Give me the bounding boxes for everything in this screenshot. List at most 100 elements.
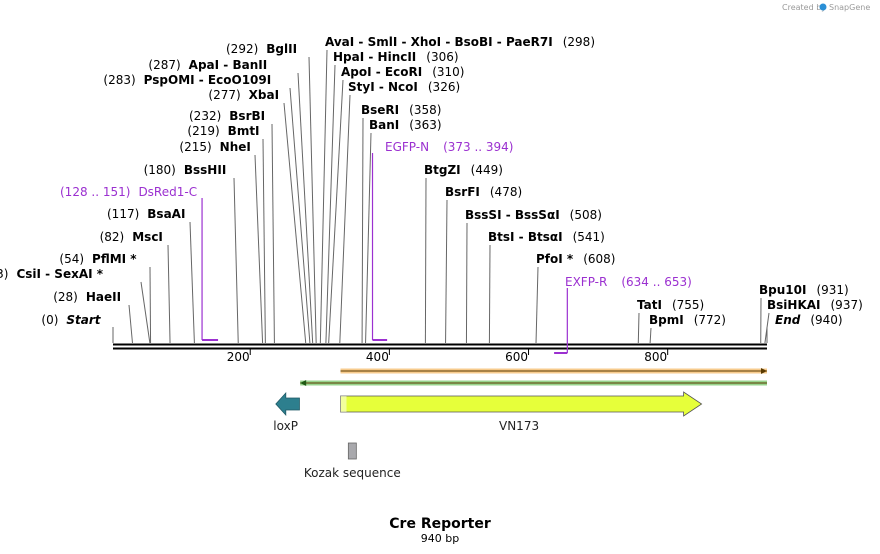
site-line	[262, 138, 266, 344]
site-name: Start	[66, 313, 101, 327]
site-label: (287)ApaI - BanII	[148, 58, 267, 72]
site-name: TatI	[637, 298, 662, 312]
site-label: End (940)	[775, 313, 843, 327]
site-label: PfoI *(608)	[536, 252, 615, 266]
site-name: HaeII	[86, 290, 121, 304]
site-position: (755)	[672, 298, 704, 312]
site-line	[167, 244, 171, 344]
site-label: HpaI - HincII(306)	[333, 50, 459, 64]
site-name: NheI	[220, 140, 251, 154]
axis-tick-800: 800	[644, 349, 669, 364]
primer-name: DsRed1-C	[138, 185, 197, 199]
map-length: 940 bp	[421, 532, 459, 545]
site-name: End	[775, 313, 801, 327]
primer-exfp-r: EXFP-R(634 .. 653)	[554, 275, 692, 354]
site-name: BpmI	[649, 313, 684, 327]
site-line	[297, 72, 314, 344]
primer-egfp-n: EGFP-N(373 .. 394)	[371, 140, 514, 341]
site-line	[149, 266, 152, 344]
site-name: CsiI - SexAI *	[16, 267, 103, 281]
site-avai-smli-xhoi-bsobi-paer7i: AvaI - SmlI - XhoI - BsoBI - PaeR7I(298)	[319, 35, 595, 344]
site-line	[140, 281, 151, 344]
feature-box	[347, 442, 357, 460]
site-line	[328, 79, 344, 344]
site-label: BsrFI(478)	[445, 185, 522, 199]
site-line	[637, 312, 640, 344]
site-position: (478)	[490, 185, 522, 199]
site-label: AvaI - SmlI - XhoI - BsoBI - PaeR7I(298)	[325, 35, 595, 49]
site-label: BpmI(772)	[649, 313, 726, 327]
feature-loxp: loxP	[273, 391, 300, 433]
site-styi-ncoi: StyI - NcoI (326)	[339, 80, 460, 344]
site-line	[339, 94, 351, 344]
orf-reverse	[300, 380, 767, 386]
site-line	[233, 177, 239, 344]
axis-tick-200: 200	[227, 349, 251, 364]
feature-label: VN173	[499, 419, 539, 433]
site-line	[365, 132, 372, 344]
restriction-sites: (0)Start(28)HaeII(53)CsiI - SexAI *(54)P…	[0, 35, 863, 344]
site-pspomi-ecoo109i: (283)PspOMI - EcoO109I	[103, 73, 311, 344]
orf-arrowhead	[300, 380, 307, 386]
site-label: BssSI - BssSαI(508)	[465, 208, 602, 222]
site-name: MscI	[132, 230, 163, 244]
site-msci: (82) MscI	[100, 230, 171, 344]
feature-vn173: VN173	[340, 391, 703, 433]
site-pfoi: PfoI *(608)	[535, 252, 615, 344]
site-line	[445, 199, 448, 344]
site-name: StyI - NcoI	[348, 80, 418, 94]
site-label: (54) PflMI *	[59, 252, 137, 266]
site-line	[289, 87, 311, 344]
site-name: BsrBI	[229, 109, 265, 123]
site-position: (82)	[100, 230, 125, 244]
site-label: BsiHKAI(937)	[767, 298, 863, 312]
tick-label: 600	[505, 350, 528, 364]
site-name: BssSI - BssSαI	[465, 208, 560, 222]
primer-dsred1-c: (128 .. 151)DsRed1-C	[60, 185, 219, 341]
site-line	[535, 266, 539, 344]
site-line	[361, 117, 364, 344]
site-position: (940)	[810, 313, 842, 327]
site-hpai-hincii: HpaI - HincII(306)	[325, 50, 459, 344]
site-bpmi: BpmI(772)	[649, 313, 726, 344]
brand-text: SnapGene	[829, 3, 870, 12]
site-bmti: (219)BmtI	[187, 124, 266, 344]
site-label: (82) MscI	[100, 230, 163, 244]
site-name: ApoI - EcoRI	[341, 65, 422, 79]
site-label: StyI - NcoI (326)	[348, 80, 460, 94]
site-name: BsaAI	[147, 207, 185, 221]
site-position: (54)	[59, 252, 84, 266]
site-line	[325, 64, 336, 344]
site-name: BtgZI	[424, 163, 461, 177]
orf-arrowhead	[761, 368, 767, 374]
site-label: (117)BsaAI	[107, 207, 185, 221]
site-line	[283, 102, 307, 344]
site-label: BtsI - BtsαI(541)	[488, 230, 605, 244]
site-position: (292)	[226, 42, 258, 56]
site-bani: BanI(363)	[365, 118, 442, 344]
site-name: BssHII	[184, 163, 226, 177]
site-name: PflMI *	[92, 252, 137, 266]
site-tati: TatI (755)	[637, 298, 704, 344]
site-label: (180)BssHII	[144, 163, 227, 177]
primer-range: (634 .. 653)	[621, 275, 691, 289]
feature-kozak-sequence: Kozak sequence	[304, 442, 401, 480]
site-position: (219)	[187, 124, 219, 138]
feature-arrow	[340, 391, 703, 417]
site-name: BtsI - BtsαI	[488, 230, 563, 244]
site-end: End (940)	[766, 313, 843, 343]
site-bsshii: (180)BssHII	[144, 163, 239, 344]
feature-arrow	[275, 391, 300, 417]
site-position: (283)	[103, 73, 135, 87]
primer-label: EXFP-R(634 .. 653)	[565, 275, 692, 289]
site-position: (326)	[428, 80, 460, 94]
site-xbai: (277)XbaI	[208, 88, 307, 344]
site-name: XbaI	[249, 88, 279, 102]
site-label: ApoI - EcoRI(310)	[341, 65, 464, 79]
site-bsaai: (117)BsaAI	[107, 207, 195, 344]
site-apoi-ecori: ApoI - EcoRI(310)	[328, 65, 464, 344]
site-label: (0)Start	[41, 313, 101, 327]
site-bsrfi: BsrFI(478)	[445, 185, 522, 344]
